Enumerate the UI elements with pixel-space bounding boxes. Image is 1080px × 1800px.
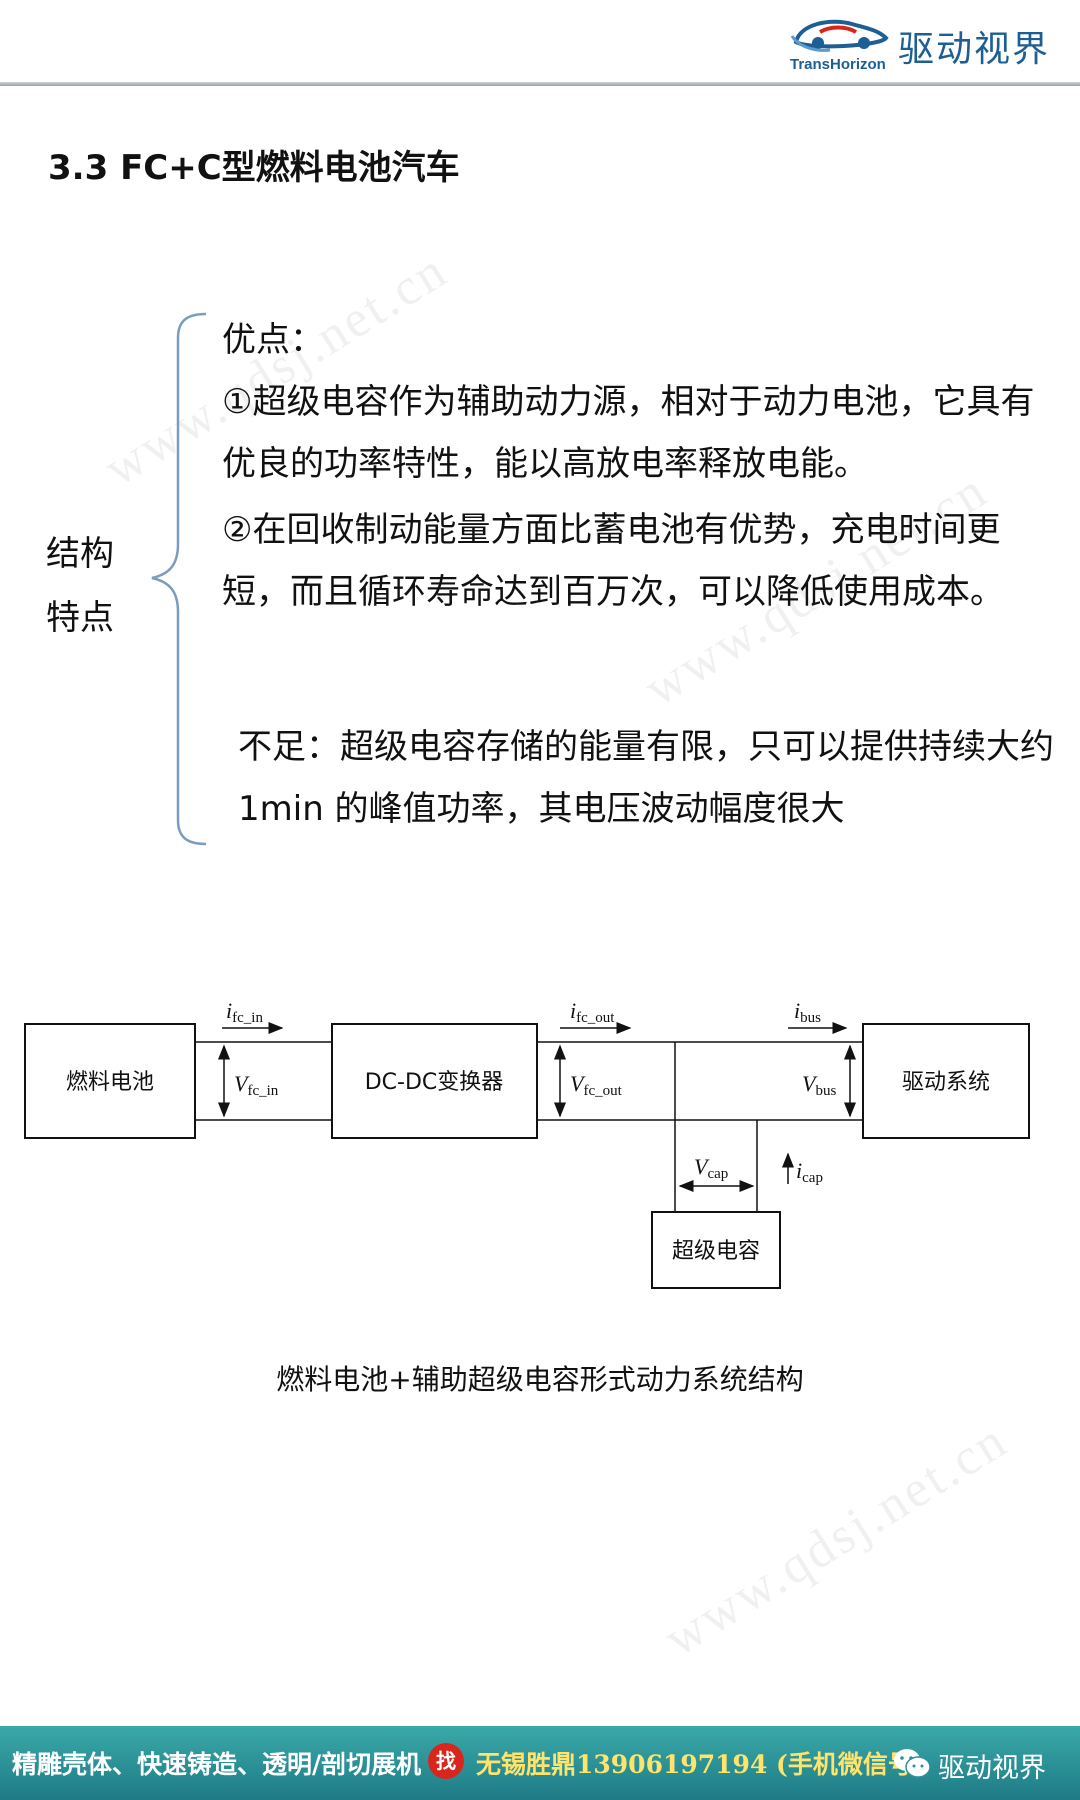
- car-logo-icon: [790, 19, 889, 52]
- side-label-line2: 特点: [46, 598, 114, 638]
- i-cap-label: icap: [796, 1158, 823, 1186]
- header-divider: [0, 82, 1080, 86]
- supercap-label: 超级电容: [672, 1239, 760, 1264]
- footer-brand: 驱动视界: [938, 1753, 1046, 1784]
- power-system-diagram: 燃料电池 DC-DC变换器 驱动系统 超级电容 ifc_in Vfc_in if…: [24, 998, 1030, 1289]
- advantage-point-1: ①超级电容作为辅助动力源，相对于动力电池，它具有优良的功率特性，能以高放电率释放…: [222, 382, 1035, 484]
- side-label-line1: 结构: [46, 534, 114, 574]
- i-fc-in-label: ifc_in: [226, 998, 263, 1026]
- v-fc-in-label: Vfc_in: [234, 1071, 279, 1099]
- fuel-cell-label: 燃料电池: [66, 1070, 154, 1095]
- watermark: www.qdsj.net.cn: [654, 1411, 1018, 1668]
- logo-chinese: 驱动视界: [898, 29, 1051, 70]
- supercap-box: [651, 1211, 781, 1289]
- disadvantage-text: 不足：超级电容存储的能量有限，只可以提供持续大约 1min 的峰值功率，其电压波…: [238, 727, 1054, 829]
- page-header: TransHorizon 驱动视界: [0, 0, 1080, 86]
- structure-features-label: 结构 特点: [46, 522, 126, 650]
- advantage-point-2: ②在回收制动能量方面比蓄电池有优势，充电时间更短，而且循环寿命达到百万次，可以降…: [222, 510, 1004, 612]
- v-cap-label: Vcap: [694, 1154, 728, 1182]
- footer-promo: 精雕壳体、快速铸造、透明/剖切展机: [12, 1750, 422, 1779]
- fuel-cell-box: [24, 1023, 196, 1139]
- brand-logo[interactable]: TransHorizon 驱动视界: [790, 14, 1070, 74]
- drive-box: [862, 1023, 1030, 1139]
- advantages-heading: 优点：: [222, 320, 324, 360]
- section-title: 3.3 FC+C型燃料电池汽车: [48, 148, 460, 188]
- drive-label: 驱动系统: [902, 1070, 990, 1095]
- i-fc-out-label: ifc_out: [570, 998, 615, 1026]
- find-badge: 找: [428, 1743, 464, 1779]
- curly-brace: [151, 312, 207, 846]
- wechat-icon: [894, 1749, 931, 1778]
- footer-banner[interactable]: 精雕壳体、快速铸造、透明/剖切展机 找 无锡胜鼎13906197194 (手机微…: [0, 1726, 1080, 1800]
- footer-contact: 无锡胜鼎13906197194 (手机微信号): [476, 1750, 925, 1779]
- v-bus-label: Vbus: [802, 1071, 836, 1099]
- i-bus-label: ibus: [794, 998, 821, 1026]
- dcdc-label: DC-DC变换器: [365, 1070, 504, 1095]
- v-fc-out-label: Vfc_out: [570, 1071, 623, 1099]
- logo-english: TransHorizon: [790, 56, 886, 73]
- dcdc-box: [331, 1023, 538, 1139]
- diagram-caption: 燃料电池+辅助超级电容形式动力系统结构: [276, 1363, 804, 1396]
